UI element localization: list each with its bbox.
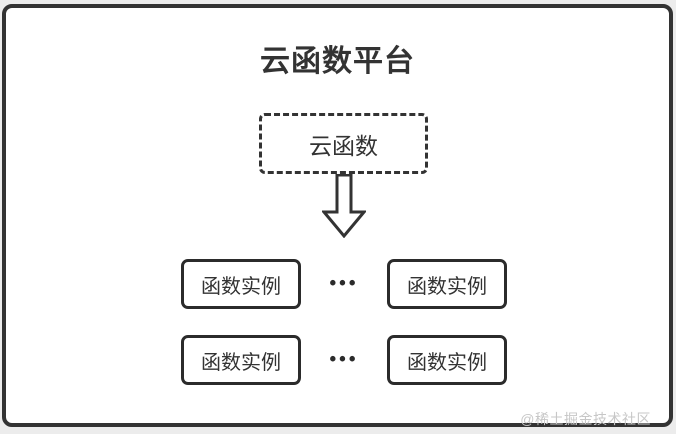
function-instance-node: 函数实例 (387, 335, 507, 385)
function-instance-label: 函数实例 (407, 351, 487, 374)
function-instance-label: 函数实例 (201, 275, 281, 298)
function-instance-label: 函数实例 (201, 351, 281, 374)
cloud-function-node: 云函数 (259, 113, 428, 174)
platform-container: 云函数平台 云函数 函数实例 ••• 函数实例 函数实例 ••• 函数实例 @稀… (2, 4, 673, 427)
page-title: 云函数平台 (260, 45, 415, 78)
ellipsis-row-1: ••• (329, 273, 359, 294)
function-instance-node: 函数实例 (181, 335, 301, 385)
cloud-function-label: 云函数 (309, 132, 378, 159)
function-instance-node: 函数实例 (387, 259, 507, 309)
ellipsis-row-2: ••• (329, 349, 359, 370)
watermark-text: @稀土掘金技术社区 (520, 411, 651, 427)
down-arrow-icon (322, 174, 366, 238)
function-instance-node: 函数实例 (181, 259, 301, 309)
function-instance-label: 函数实例 (407, 275, 487, 298)
